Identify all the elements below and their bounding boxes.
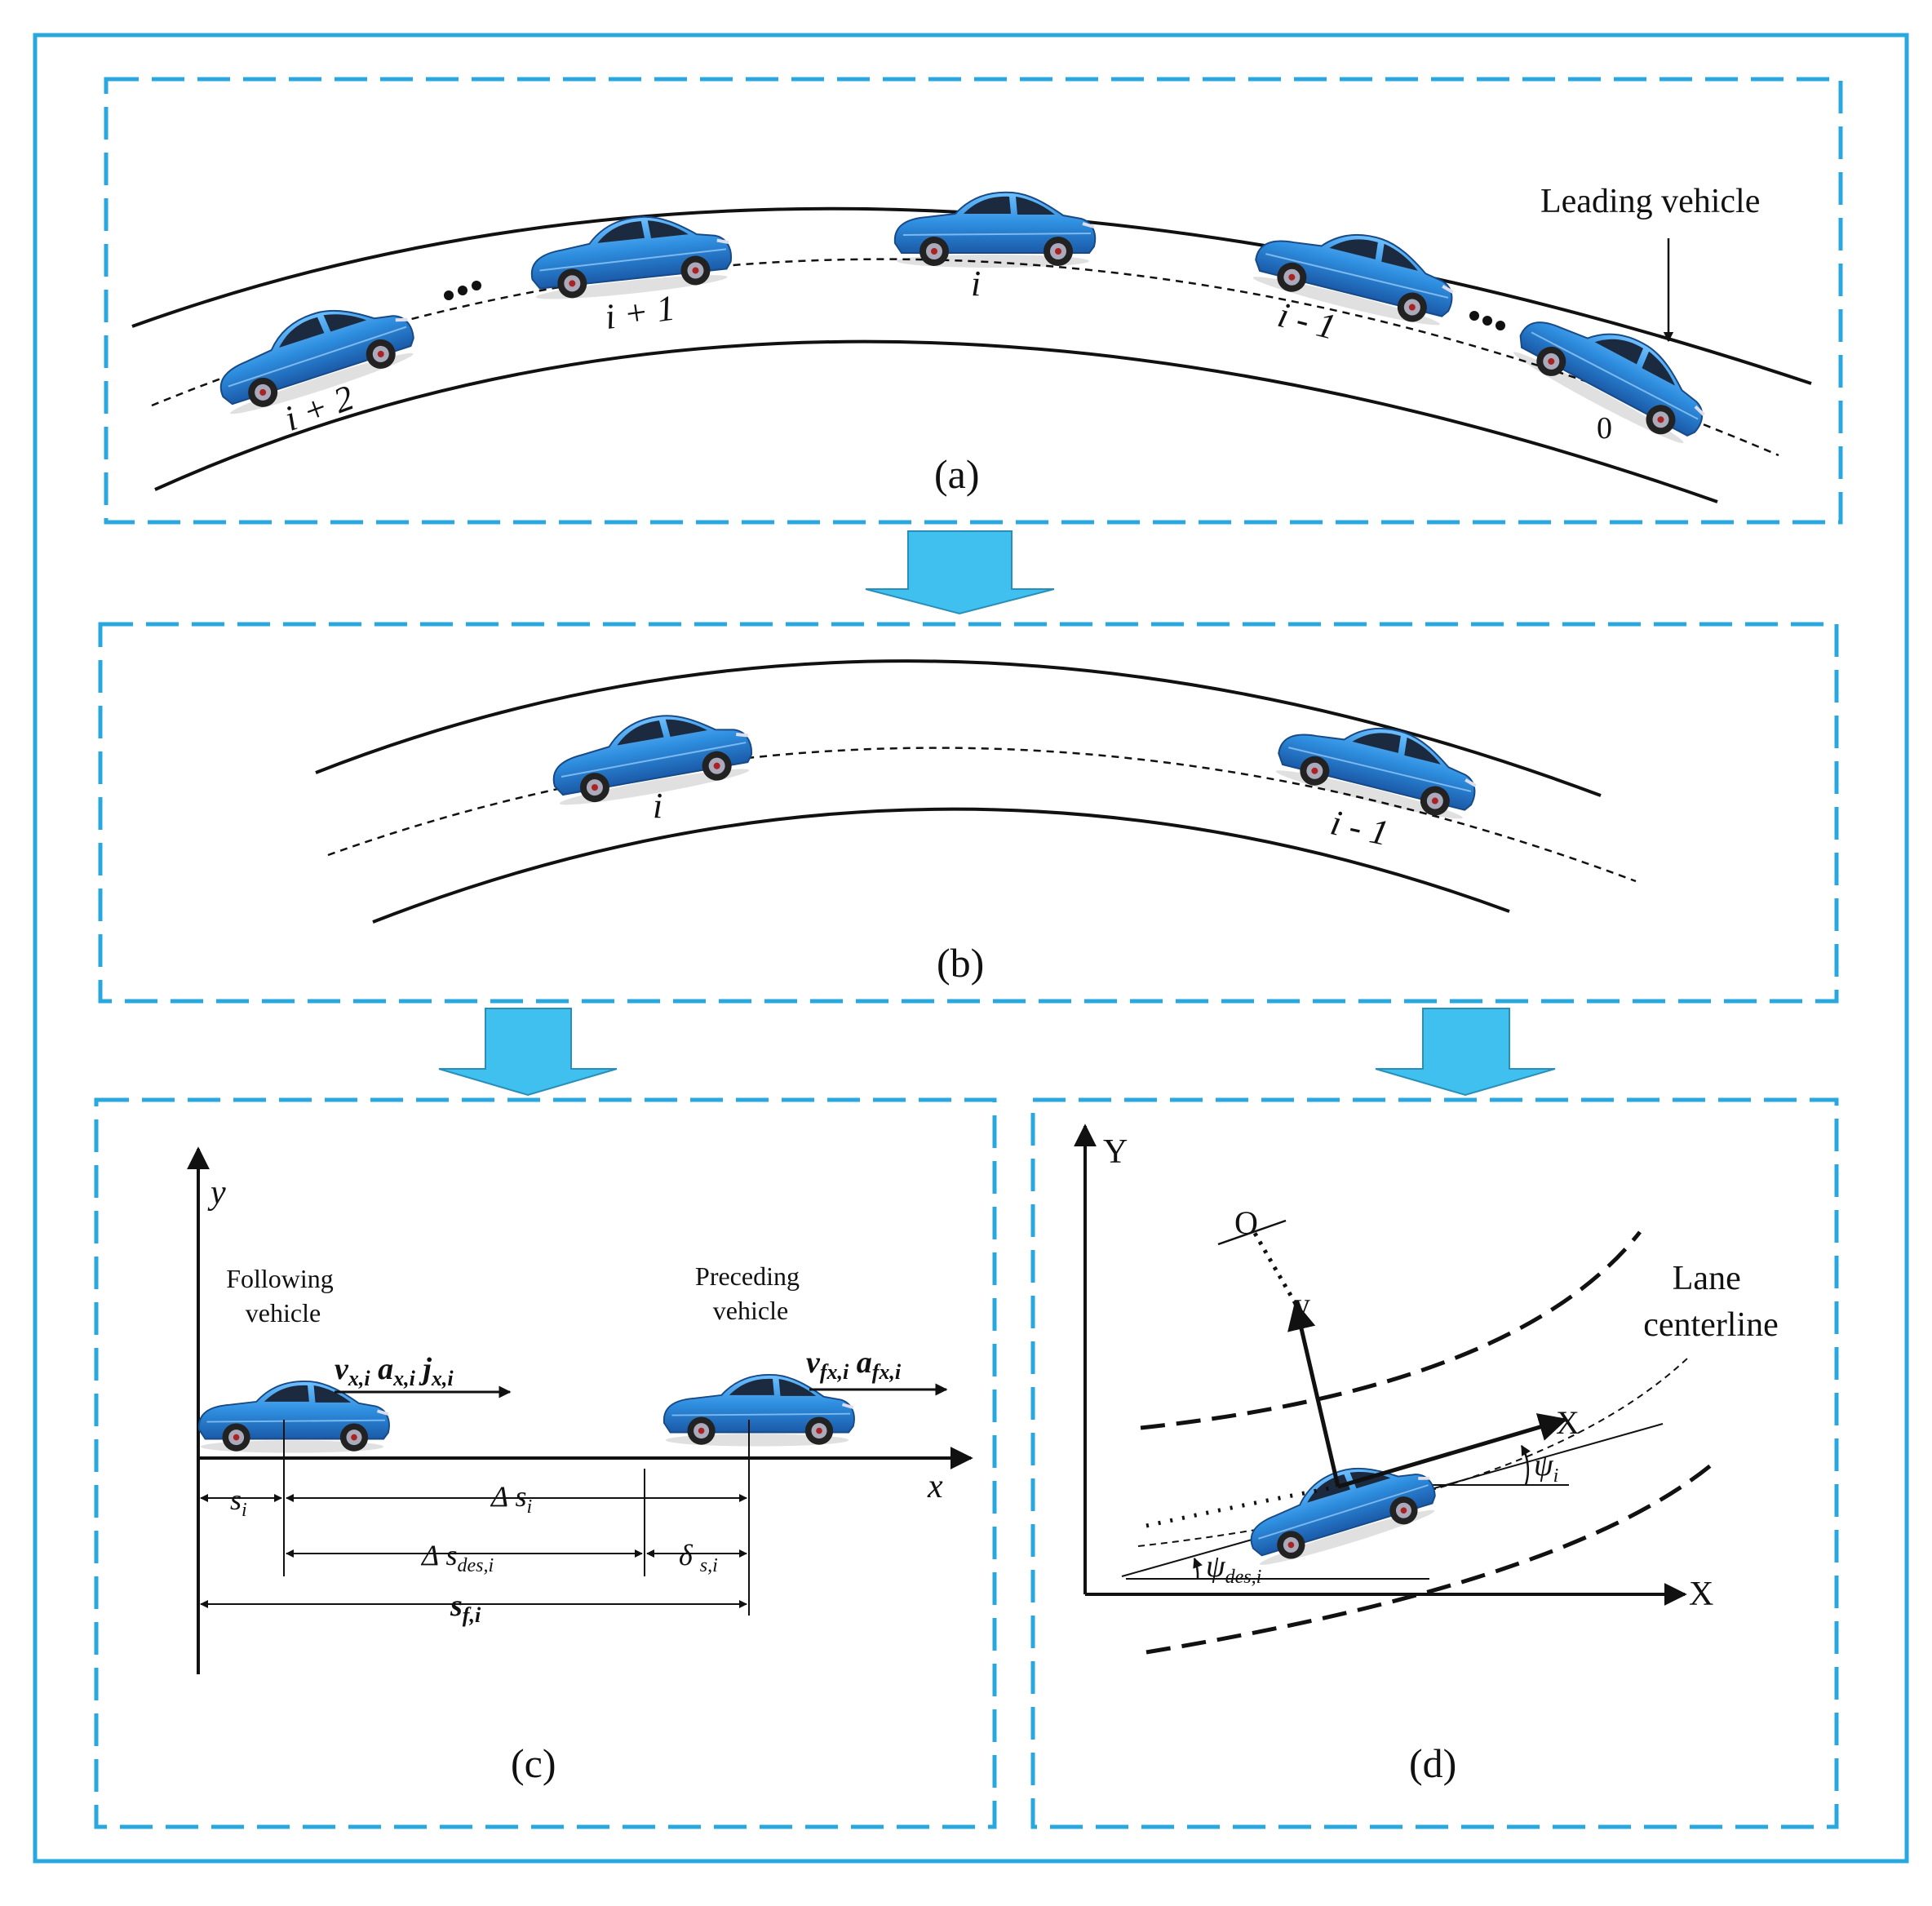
flow-arrow-a-to-b xyxy=(865,530,1055,615)
psi-angle-arc xyxy=(1520,1444,1531,1486)
caption-c: (c) xyxy=(511,1740,556,1786)
psi-des-angle-arc xyxy=(1193,1557,1203,1580)
preceding-kinematics-label: vfx,i afx,i xyxy=(806,1345,902,1384)
lane-boundary-lower xyxy=(1145,1463,1713,1655)
panel-a: i + 2 i + 1 i i - 1 0 Leading vehicle (a… xyxy=(104,77,1843,525)
panel-d: Y X Lane centerline X y O ψi ψdes,i (d) xyxy=(1030,1097,1839,1829)
lane-centerline xyxy=(327,747,1637,883)
car-0-leading xyxy=(1509,290,1721,451)
psi-des-label: ψdes,i xyxy=(1206,1549,1261,1588)
caption-d: (d) xyxy=(1409,1740,1456,1786)
axis-x-label: x xyxy=(927,1468,943,1505)
ellipsis-dots-left xyxy=(444,281,481,300)
dim-s-f-i-label: sf,i xyxy=(450,1589,481,1627)
road-outer-edge xyxy=(131,206,1812,385)
panel-b-frame xyxy=(98,622,1839,1004)
following-vehicle-label: Following vehicle xyxy=(226,1264,340,1328)
car-i-plus-1 xyxy=(525,206,736,306)
label-i-minus-1: i - 1 xyxy=(1327,802,1393,853)
road-inner-edge xyxy=(372,807,1510,924)
car-i xyxy=(893,190,1097,269)
lane-boundary-upper xyxy=(1140,1230,1642,1430)
label-i-plus-1: i + 1 xyxy=(602,288,677,337)
panel-c-frame xyxy=(94,1097,997,1829)
label-0: 0 xyxy=(1597,411,1612,445)
road-inner-edge xyxy=(154,339,1718,503)
dim-delta-s-des-i-label: Δ sdes,i xyxy=(420,1539,494,1576)
local-x-axis xyxy=(1337,1413,1568,1489)
local-X-label: X xyxy=(1556,1404,1580,1441)
preceding-vehicle-car xyxy=(662,1373,856,1448)
label-i: i xyxy=(971,264,981,304)
panel-c: y x Following vehicle Preceding vehicle … xyxy=(94,1097,997,1829)
dim-s-i-label: si xyxy=(230,1483,247,1521)
radius-to-center xyxy=(1251,1229,1298,1305)
center-O-label: O xyxy=(1234,1204,1258,1241)
following-kinematics-label: vx,i ax,i jx,i xyxy=(335,1352,454,1390)
flow-arrow-b-to-d xyxy=(1375,1008,1556,1097)
ellipsis-dots-right xyxy=(1469,311,1505,330)
flow-arrow-b-to-c xyxy=(438,1008,618,1097)
label-i-plus-2: i + 2 xyxy=(279,377,358,438)
dim-delta-s-i-label: Δ si xyxy=(490,1480,532,1518)
panel-b: i i - 1 (b) xyxy=(98,622,1839,1004)
road-outer-edge xyxy=(315,659,1602,797)
lane-centerline-label: Lane centerline xyxy=(1643,1260,1779,1344)
panel-a-frame xyxy=(104,77,1843,525)
panel-d-frame xyxy=(1030,1097,1839,1829)
caption-b: (b) xyxy=(937,940,984,986)
center-tick xyxy=(1217,1219,1287,1246)
car-i xyxy=(543,699,758,813)
label-i: i xyxy=(653,786,662,826)
local-y-label: y xyxy=(1294,1286,1310,1323)
axis-y-label: y xyxy=(207,1174,226,1212)
outer-frame xyxy=(33,33,1909,1864)
local-y-axis xyxy=(1287,1301,1340,1487)
axis-Y-label: Y xyxy=(1103,1133,1128,1171)
car-i-minus-1 xyxy=(1270,702,1487,827)
axis-X-label: X xyxy=(1689,1576,1713,1613)
preceding-vehicle-label: Preceding vehicle xyxy=(695,1261,806,1325)
leading-vehicle-label: Leading vehicle xyxy=(1540,183,1760,220)
caption-a: (a) xyxy=(934,451,980,497)
dim-delta-s-gap-label: δ s,i xyxy=(679,1539,718,1576)
